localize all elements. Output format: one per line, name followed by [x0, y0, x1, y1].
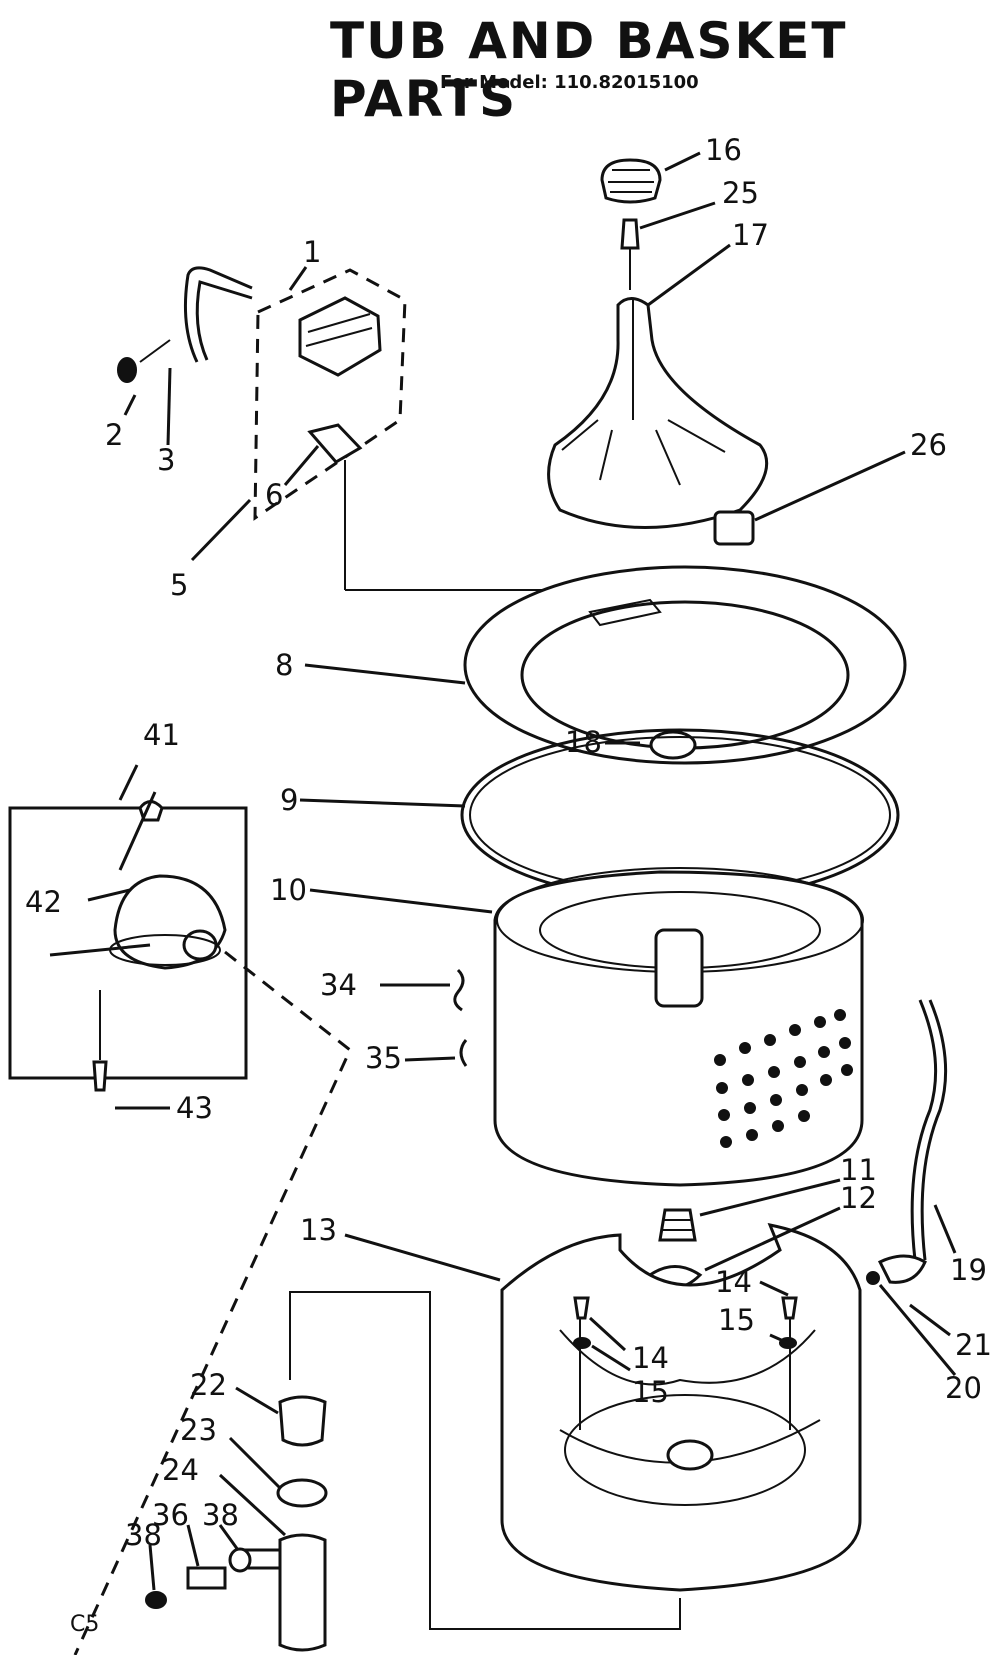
callout-18: 18 [565, 725, 602, 759]
callout-2: 2 [105, 418, 123, 452]
footer-code: C5 [70, 1612, 100, 1637]
callout-6: 6 [265, 478, 283, 512]
callout-11: 11 [840, 1153, 877, 1187]
basket-perforations [714, 1009, 853, 1148]
callout-12: 12 [840, 1181, 877, 1215]
leader-lines [87, 151, 957, 1591]
callout-26: 26 [910, 428, 947, 462]
callout-35: 35 [365, 1041, 402, 1075]
callout-5: 5 [170, 568, 188, 602]
outer-tub-part [500, 1222, 862, 1592]
callout-34: 34 [320, 968, 357, 1002]
pump-connector-dashed [73, 950, 352, 1655]
callout-41: 41 [143, 718, 180, 752]
callout-38a: 38 [125, 1518, 162, 1552]
spanner-nut-part [658, 1208, 697, 1242]
tub-ring-part [463, 565, 907, 765]
callout-14a: 14 [632, 1341, 669, 1375]
basket-part [453, 867, 864, 1187]
callout-8: 8 [275, 648, 293, 682]
model-subtitle: For Model: 110.82015100 [440, 72, 699, 93]
drain-pump-parts [145, 1291, 681, 1652]
callout-14b: 14 [715, 1265, 752, 1299]
pump-assembly [8, 800, 248, 1092]
callout-21: 21 [955, 1328, 992, 1362]
callout-23: 23 [180, 1413, 217, 1447]
agitator-fastener-part [620, 218, 640, 290]
callout-15a: 15 [632, 1375, 669, 1409]
agitator-dogs-part [713, 510, 755, 546]
pressure-switch-assembly [117, 266, 615, 591]
callout-9: 9 [280, 783, 298, 817]
callout-25: 25 [722, 176, 759, 210]
callout-24: 24 [162, 1453, 199, 1487]
fill-hose-part [866, 999, 948, 1285]
callout-20: 20 [945, 1371, 982, 1405]
callout-36: 36 [152, 1498, 189, 1532]
callout-16: 16 [705, 133, 742, 167]
callout-labels: 16 25 17 26 1 2 3 6 5 8 18 9 10 34 35 11… [25, 133, 992, 1552]
callout-15b: 15 [718, 1303, 755, 1337]
callout-19: 19 [950, 1253, 987, 1287]
agitator-cap-part [600, 158, 662, 204]
callout-3: 3 [157, 443, 175, 477]
callout-17: 17 [732, 218, 769, 252]
diagram-title: TUB AND BASKET PARTS [330, 12, 848, 128]
callout-10: 10 [270, 873, 307, 907]
callout-43: 43 [176, 1091, 213, 1125]
callout-1: 1 [303, 235, 321, 269]
callout-42: 42 [25, 885, 62, 919]
callout-38b: 38 [202, 1498, 239, 1532]
agitator-part [547, 297, 769, 529]
callout-22: 22 [190, 1368, 227, 1402]
callout-13: 13 [300, 1213, 337, 1247]
